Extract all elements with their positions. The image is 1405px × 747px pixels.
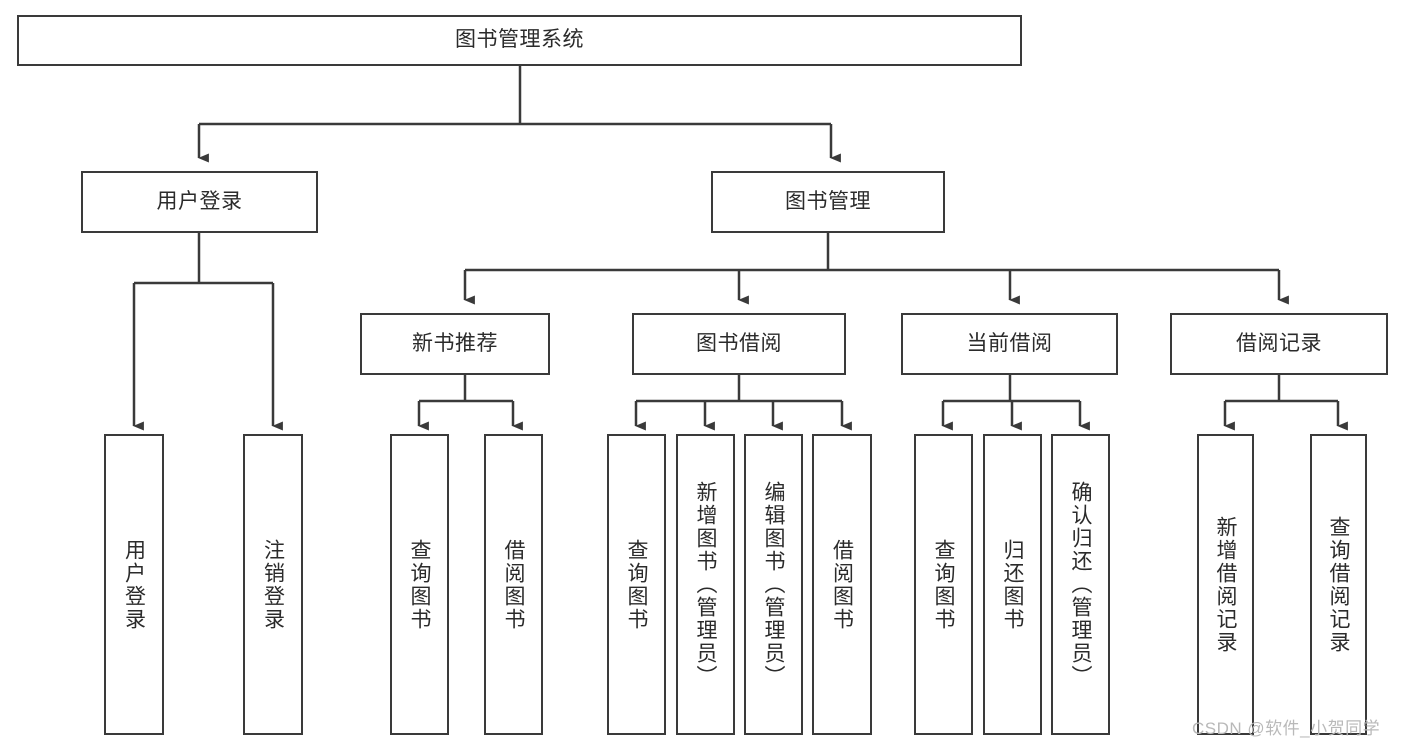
leaf-add-book-admin[interactable]: 新增图书（管理员）: [676, 434, 735, 735]
leaf-edit-book-admin[interactable]: 编辑图书（管理员）: [744, 434, 803, 735]
node-label: 注销登录: [261, 538, 285, 631]
node-label: 查询图书: [625, 538, 648, 631]
node-label: 用户登录: [122, 538, 146, 631]
node-label: 当前借阅: [966, 331, 1053, 355]
node-label: 图书管理系统: [455, 28, 584, 52]
node-label: 图书管理: [785, 189, 871, 213]
leaf-query-book-recommend[interactable]: 查询图书: [390, 434, 449, 735]
node-current-borrow[interactable]: 当前借阅: [901, 313, 1118, 375]
node-label: 确认归还（管理员）: [1069, 481, 1092, 688]
leaf-return-book[interactable]: 归还图书: [983, 434, 1042, 735]
leaf-logout[interactable]: 注销登录: [243, 434, 303, 735]
node-borrow-record[interactable]: 借阅记录: [1170, 313, 1388, 375]
node-label: 新增借阅记录: [1214, 515, 1237, 654]
node-book-management[interactable]: 图书管理: [711, 171, 945, 233]
leaf-add-borrow-record[interactable]: 新增借阅记录: [1197, 434, 1254, 735]
leaf-confirm-return-admin[interactable]: 确认归还（管理员）: [1051, 434, 1110, 735]
node-label: 查询借阅记录: [1327, 515, 1350, 654]
node-book-borrow[interactable]: 图书借阅: [632, 313, 846, 375]
node-label: 查询图书: [932, 538, 955, 631]
node-label: 查询图书: [408, 538, 431, 631]
node-label: 归还图书: [1001, 538, 1024, 631]
node-label: 借阅图书: [502, 538, 525, 631]
node-label: 图书借阅: [696, 331, 782, 355]
leaf-query-book-borrow[interactable]: 查询图书: [607, 434, 666, 735]
node-label: 编辑图书（管理员）: [762, 481, 785, 688]
node-label: 借阅图书: [830, 538, 854, 631]
csdn-watermark: CSDN @软件_小贺同学: [1192, 719, 1381, 738]
leaf-borrow-book[interactable]: 借阅图书: [812, 434, 872, 735]
node-root-book-management-system[interactable]: 图书管理系统: [17, 15, 1022, 66]
node-label: 用户登录: [156, 189, 243, 213]
leaf-query-borrow-record[interactable]: 查询借阅记录: [1310, 434, 1367, 735]
leaf-user-login[interactable]: 用户登录: [104, 434, 164, 735]
leaf-borrow-book-recommend[interactable]: 借阅图书: [484, 434, 543, 735]
leaf-query-book-current[interactable]: 查询图书: [914, 434, 973, 735]
node-user-login[interactable]: 用户登录: [81, 171, 318, 233]
node-label: 借阅记录: [1236, 331, 1322, 355]
node-new-book-recommend[interactable]: 新书推荐: [360, 313, 550, 375]
node-label: 新增图书（管理员）: [694, 481, 717, 688]
node-label: 新书推荐: [412, 331, 498, 355]
